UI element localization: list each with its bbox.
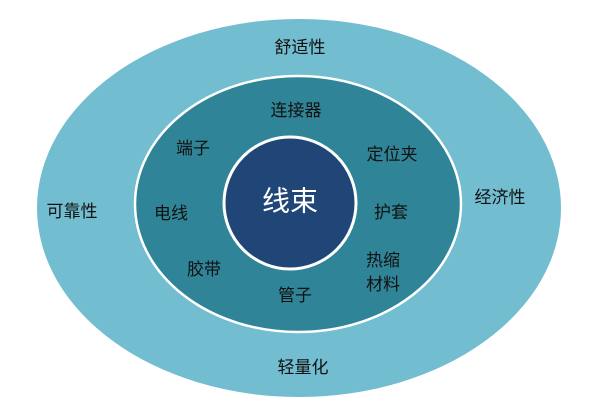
outer-label-comfort: 舒适性 bbox=[275, 38, 326, 58]
component-wire: 电线 bbox=[154, 204, 188, 224]
component-heat-shrink-line2: 材料 bbox=[366, 275, 400, 295]
outer-label-lightweight: 轻量化 bbox=[278, 358, 329, 378]
component-terminal: 端子 bbox=[176, 139, 210, 159]
outer-label-reliability: 可靠性 bbox=[47, 202, 98, 222]
component-clip: 定位夹 bbox=[367, 145, 418, 165]
outer-label-economy: 经济性 bbox=[475, 188, 526, 208]
component-tube: 管子 bbox=[278, 286, 312, 306]
component-heat-shrink-line1: 热缩 bbox=[366, 251, 400, 271]
component-tape: 胶带 bbox=[187, 260, 221, 280]
core-label: 线束 bbox=[262, 185, 318, 218]
component-connector: 连接器 bbox=[271, 101, 322, 121]
component-sheath: 护套 bbox=[374, 203, 408, 223]
core-circle bbox=[222, 135, 358, 271]
